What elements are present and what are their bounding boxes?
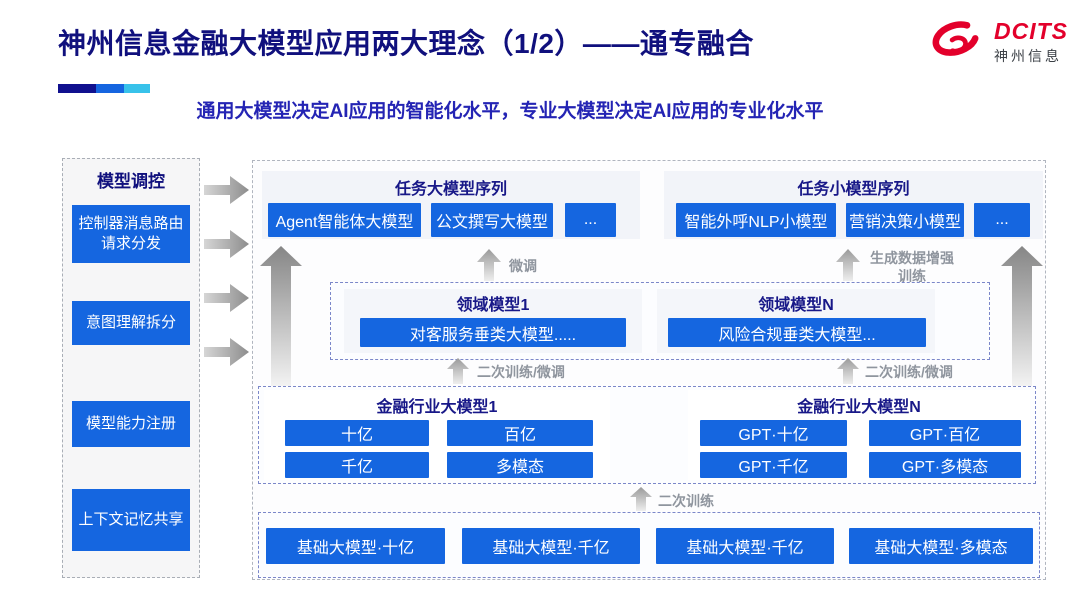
label-retrain: 二次训练 xyxy=(658,493,714,509)
bar-segment-blue xyxy=(96,84,124,93)
model-box-gpt-10b: GPT·百亿 xyxy=(869,420,1021,446)
domain-group-1-title: 领域模型1 xyxy=(456,297,530,314)
base-model-multimodal: 基础大模型·多模态 xyxy=(849,528,1033,564)
model-box-agent: Agent智能体大模型 xyxy=(268,203,421,237)
industry-group-n-title: 金融行业大模型N xyxy=(797,399,921,416)
sidebar-item-intent: 意图理解拆分 xyxy=(72,301,190,345)
dcits-logo: DCITS 神州信息 xyxy=(928,18,1068,68)
model-box-nlp-call: 智能外呼NLP小模型 xyxy=(676,203,836,237)
base-model-100b-b: 基础大模型·千亿 xyxy=(656,528,834,564)
arrow-right-icon xyxy=(204,338,249,366)
task-small-model-title: 任务小模型序列 xyxy=(797,181,910,198)
model-box-gpt-multimodal: GPT·多模态 xyxy=(869,452,1021,478)
sidebar-item-router: 控制器消息路由请求分发 xyxy=(72,205,190,263)
model-box-gpt-100b: GPT·千亿 xyxy=(700,452,847,478)
label-retrain-finetune-right: 二次训练/微调 xyxy=(865,364,953,380)
industry-group-1-title: 金融行业大模型1 xyxy=(376,399,498,416)
label-gen-data-train: 生成数据增强训练 xyxy=(870,250,954,284)
arrow-right-icon xyxy=(204,230,249,258)
arrow-right-icon xyxy=(204,284,249,312)
sidebar-item-context: 上下文记忆共享 xyxy=(72,489,190,551)
base-model-100b-a: 基础大模型·千亿 xyxy=(462,528,640,564)
arrow-up-icon xyxy=(447,358,469,384)
sidebar-header: 模型调控 xyxy=(97,172,165,191)
big-arrow-up-icon xyxy=(1001,246,1043,388)
model-box-marketing: 营销决策小模型 xyxy=(846,203,964,237)
task-large-model-title: 任务大模型序列 xyxy=(394,181,507,198)
model-box-100b: 千亿 xyxy=(285,452,429,478)
title-underline-bar xyxy=(58,84,150,93)
label-fine-tune: 微调 xyxy=(509,258,537,274)
logo-sub-text: 神州信息 xyxy=(994,48,1062,64)
bar-segment-navy xyxy=(58,84,96,93)
big-arrow-up-icon xyxy=(260,246,302,388)
arrow-up-icon xyxy=(836,249,860,281)
model-control-panel: 模型调控 控制器消息路由请求分发 意图理解拆分 模型能力注册 上下文记忆共享 xyxy=(62,158,200,578)
model-box-1b: 十亿 xyxy=(285,420,429,446)
slide-subtitle: 通用大模型决定AI应用的智能化水平，专业大模型决定AI应用的专业化水平 xyxy=(196,101,824,122)
logo-brand-text: DCITS xyxy=(994,18,1068,44)
model-box-risk-compliance: 风险合规垂类大模型... xyxy=(668,318,926,347)
model-box-multimodal: 多模态 xyxy=(447,452,593,478)
domain-group-n-title: 领域模型N xyxy=(758,297,834,314)
dcits-swirl-icon xyxy=(932,21,979,56)
sidebar-item-register: 模型能力注册 xyxy=(72,401,190,447)
label-retrain-finetune-left: 二次训练/微调 xyxy=(477,364,565,380)
arrow-up-icon xyxy=(477,249,501,281)
model-box-more-large: ... xyxy=(565,203,616,237)
model-box-customer-service: 对客服务垂类大模型..... xyxy=(360,318,626,347)
base-model-1b: 基础大模型·十亿 xyxy=(266,528,445,564)
model-box-doc-writing: 公文撰写大模型 xyxy=(431,203,553,237)
page-title: 神州信息金融大模型应用两大理念（1/2）——通专融合 xyxy=(58,28,754,59)
model-box-more-small: ... xyxy=(974,203,1030,237)
model-box-gpt-1b: GPT·十亿 xyxy=(700,420,847,446)
arrow-right-icon xyxy=(204,176,249,204)
model-box-10b: 百亿 xyxy=(447,420,593,446)
arrow-up-icon xyxy=(837,358,859,384)
arrow-up-icon xyxy=(630,487,652,511)
bar-segment-cyan xyxy=(124,84,150,93)
